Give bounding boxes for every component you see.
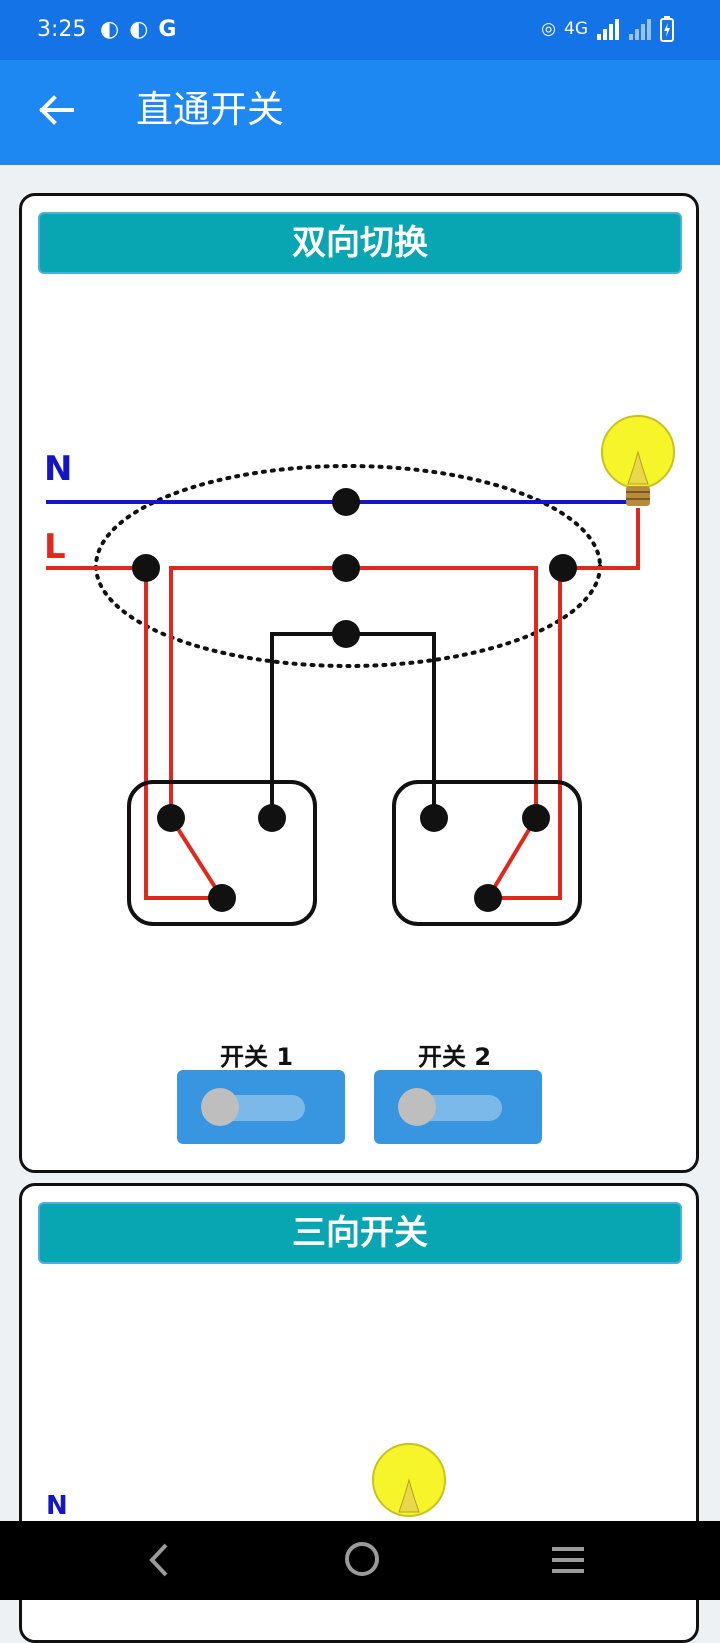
switch-1-box <box>127 780 317 926</box>
photo-icon: ◐ <box>100 17 120 42</box>
back-nav-icon[interactable] <box>140 1539 180 1581</box>
status-system-icons: ◎ 4G <box>541 16 674 42</box>
switch-2-toggle[interactable] <box>374 1070 542 1144</box>
neutral-label: N <box>44 449 72 489</box>
live-to-switch1 <box>144 568 222 900</box>
two-way-switch-card: 双向切换 <box>19 193 699 1173</box>
switch-terminal <box>157 804 185 832</box>
switch1-lever <box>169 816 224 900</box>
switch-2-label: 开关 2 <box>418 1043 492 1071</box>
app-bar: 直通开关 <box>0 60 720 165</box>
switch-1-label: 开关 1 <box>220 1043 294 1071</box>
status-notification-icons: ◐ ◐ G <box>100 17 176 42</box>
junction-node <box>132 554 160 582</box>
switch-thumb[interactable] <box>398 1088 436 1126</box>
back-arrow-icon[interactable] <box>34 88 78 132</box>
switch-terminal <box>420 804 448 832</box>
junction-node <box>332 620 360 648</box>
home-nav-icon[interactable] <box>342 1537 382 1581</box>
status-time: 3:25 <box>37 17 87 42</box>
battery-charging-icon <box>660 16 674 42</box>
junction-node <box>332 554 360 582</box>
status-bar: 3:25 ◐ ◐ G ◎ 4G <box>0 0 720 60</box>
menu-nav-icon[interactable] <box>548 1539 588 1581</box>
switch-thumb[interactable] <box>201 1088 239 1126</box>
live-label: L <box>44 527 66 567</box>
junction-node <box>332 488 360 516</box>
terminal-nodes <box>132 488 577 912</box>
switch-terminal <box>474 884 502 912</box>
switch-1-toggle[interactable] <box>177 1070 345 1144</box>
switch-terminal <box>208 884 236 912</box>
navigation-bar <box>0 1521 720 1600</box>
light-bulb-icon <box>601 415 675 506</box>
switch-terminal <box>258 804 286 832</box>
photo-icon: ◐ <box>129 17 149 42</box>
card-header: 双向切换 <box>38 212 682 274</box>
hotspot-icon: ◎ <box>541 19 556 39</box>
junction-node <box>549 554 577 582</box>
switch-terminal <box>522 804 550 832</box>
signal-icon <box>629 19 651 40</box>
card-header: 三向开关 <box>38 1202 682 1264</box>
signal-icon <box>597 19 619 40</box>
switch-2-box <box>392 780 582 926</box>
page-title: 直通开关 <box>136 88 284 131</box>
google-icon: G <box>158 17 177 42</box>
switch2-lever <box>486 816 538 900</box>
wiring-diagram: N L <box>44 415 675 926</box>
network-type: 4G <box>564 19 588 39</box>
